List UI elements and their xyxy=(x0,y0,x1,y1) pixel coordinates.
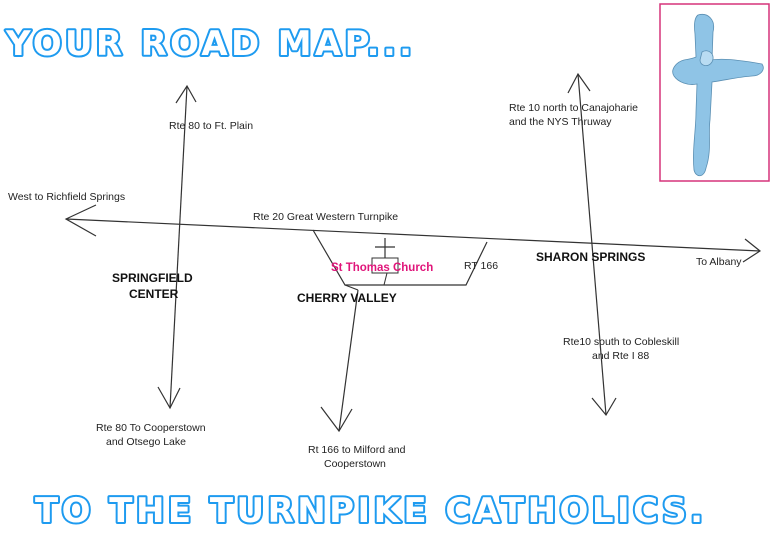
banner-bottom: TO THE TURNPIKE CATHOLICS. xyxy=(35,491,703,531)
label-rte10-north-1: Rte 10 north to Canajoharie xyxy=(509,102,638,114)
label-rte10-south-1: Rte10 south to Cobleskill xyxy=(563,336,679,348)
inset-border xyxy=(659,3,770,182)
rte10-south-arrowhead xyxy=(591,397,617,417)
label-rt166-south-2: Cooperstown xyxy=(324,458,386,470)
rt166-south-road xyxy=(338,289,359,432)
rte20-road xyxy=(65,218,761,252)
rte10-road xyxy=(577,73,607,416)
cherry-valley-connector xyxy=(344,284,359,291)
east-arrowhead xyxy=(742,238,762,263)
town-cherry-valley: CHERRY VALLEY xyxy=(297,291,397,305)
rte80-road xyxy=(169,85,188,409)
rte80-north-arrowhead xyxy=(175,84,197,104)
label-rte80-south-2: and Otsego Lake xyxy=(106,436,186,448)
label-rte80-north: Rte 80 to Ft. Plain xyxy=(169,120,253,132)
cherry-valley-loop-road xyxy=(312,229,488,286)
west-arrowhead xyxy=(64,204,97,237)
rte80-south-arrowhead xyxy=(157,386,181,410)
label-rte80-south-1: Rte 80 To Cooperstown xyxy=(96,422,206,434)
town-sharon-springs: SHARON SPRINGS xyxy=(536,250,645,264)
label-rte10-south-2: and Rte I 88 xyxy=(592,350,649,362)
rte10-north-arrowhead xyxy=(567,72,591,94)
town-springfield-1: SPRINGFIELD xyxy=(112,271,193,285)
label-east: To Albany xyxy=(696,256,742,268)
town-springfield-2: CENTER xyxy=(129,287,179,301)
cross-icon xyxy=(672,13,764,177)
label-rt166-south-1: Rt 166 to Milford and xyxy=(308,444,406,456)
label-rt166: RT 166 xyxy=(464,260,498,272)
label-west: West to Richfield Springs xyxy=(8,191,125,203)
label-rte10-north-2: and the NYS Thruway xyxy=(509,116,612,128)
inset-cross-panel xyxy=(659,3,770,182)
church-label: St Thomas Church xyxy=(331,262,433,274)
rt166-south-arrowhead xyxy=(320,406,353,433)
label-rte20: Rte 20 Great Western Turnpike xyxy=(253,211,398,223)
banner-top: YOUR ROAD MAP... xyxy=(5,24,412,64)
church-path-tick xyxy=(383,272,388,286)
